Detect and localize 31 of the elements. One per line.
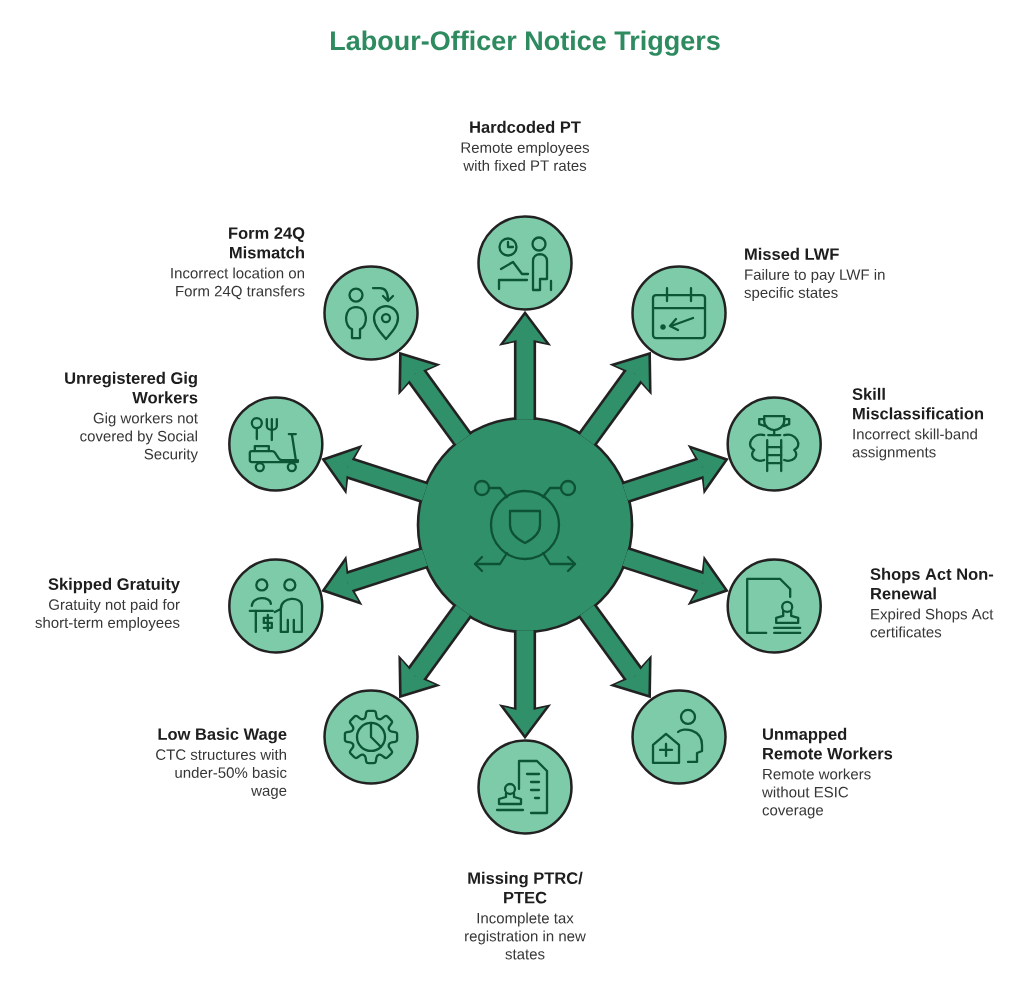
description: Incomplete tax registration in new states — [465, 912, 586, 960]
arrow — [321, 444, 429, 504]
heading: Low Basic Wage — [158, 727, 287, 744]
arrow — [321, 547, 429, 606]
title: Labour-Officer Notice Triggers — [331, 30, 720, 56]
description: Failure to pay LWF in specific states — [744, 268, 885, 301]
heading: Missed LWF — [745, 247, 839, 260]
arrow — [398, 351, 473, 447]
heading: Skipped Gratuity — [48, 577, 180, 594]
arrow — [577, 351, 652, 447]
description: Incorrect location on Form 24Q transfers — [171, 267, 305, 300]
description: Gig workers not covered by Social Security — [80, 412, 198, 463]
heading: Hardcoded PT — [470, 120, 581, 133]
arrow — [621, 444, 729, 504]
arrow — [498, 310, 552, 420]
description: Remote workers without ESIC coverage — [762, 768, 871, 819]
description: Incorrect skill-band assignments — [852, 428, 977, 461]
arrow — [498, 630, 552, 740]
heading: Unregistered Gig Workers — [65, 371, 198, 404]
heading: Missing PTRC/PTEC — [468, 871, 583, 904]
heading: Shops Act Non-Renewal — [870, 567, 994, 600]
description: Remote employees with fixed PT rates — [461, 141, 590, 171]
arrow — [398, 603, 473, 699]
description: Expired Shops Act certificates — [870, 608, 994, 638]
heading: Form 24Q Mismatch — [229, 227, 305, 259]
arrow — [621, 547, 729, 606]
description: CTC structures with under-50% basic wage — [156, 748, 287, 799]
heading: Skill Misclassification — [852, 387, 984, 420]
heading: Unmapped Remote Workers — [763, 727, 893, 760]
arrow — [577, 603, 652, 699]
description: Gratuity not paid for short-term employees — [35, 598, 180, 631]
